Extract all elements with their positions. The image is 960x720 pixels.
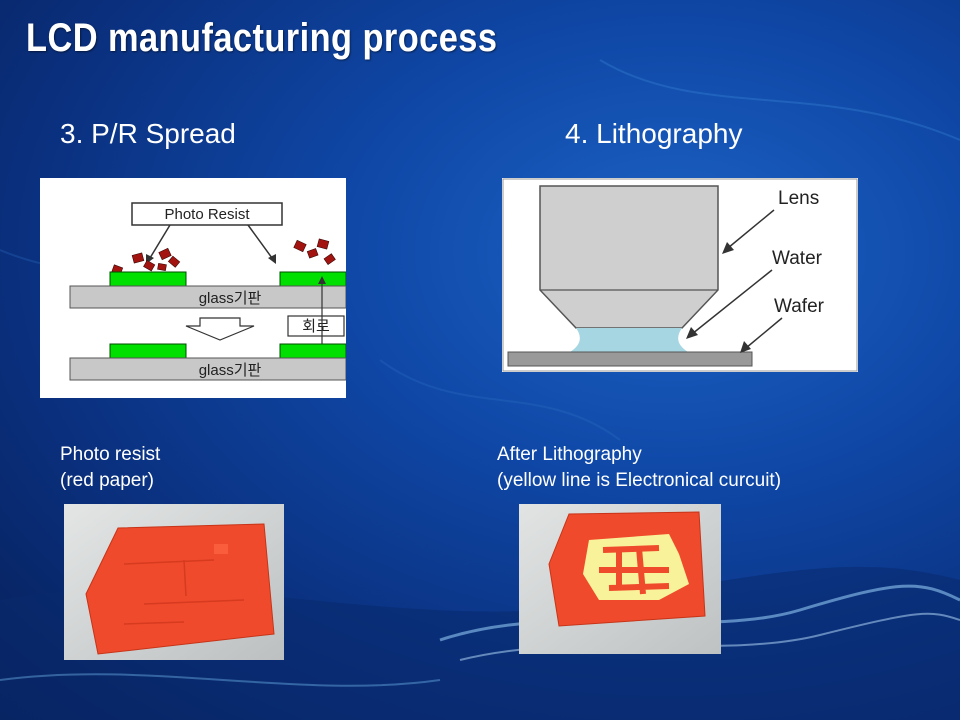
water-label: Water [772, 248, 823, 269]
wafer [507, 351, 753, 367]
caption-line: After Lithography [497, 444, 642, 465]
caption-line: (red paper) [60, 470, 154, 491]
green-pad [109, 343, 187, 359]
caption-line: Photo resist [60, 444, 161, 465]
photo-resist-label: Photo Resist [164, 206, 250, 223]
wafer-label: Wafer [774, 296, 825, 317]
green-pad [109, 271, 187, 287]
red-paper [85, 523, 275, 655]
photo-after-lithography [519, 504, 721, 654]
circuit-label-box [287, 315, 345, 337]
glass-label-top: glass기판 [199, 290, 262, 307]
caption-after-lithography: After Lithography (yellow line is Electr… [497, 442, 781, 494]
caption-line: (yellow line is Electronical curcuit) [497, 470, 782, 491]
slide-title: LCD manufacturing process [26, 16, 498, 60]
water [570, 328, 688, 352]
pr-spread-diagram: Photo Resist glass기판 회로 glass기판 [40, 178, 347, 398]
glass-label-bottom: glass기판 [199, 362, 262, 379]
lens [539, 185, 719, 329]
photo-red-paper [64, 504, 284, 660]
section-heading-pr-spread: 3. P/R Spread [60, 118, 236, 149]
circuit-label: 회로 [302, 318, 330, 335]
photo-resist-particles [111, 238, 336, 275]
photo-resist-label-box [131, 202, 283, 226]
section-heading-lithography: 4. Lithography [565, 118, 743, 149]
green-pad [279, 343, 347, 359]
lens-label: Lens [778, 188, 819, 209]
lithography-diagram: Lens Water Wafer [502, 178, 858, 372]
green-pad [279, 271, 347, 287]
caption-photo-resist: Photo resist (red paper) [60, 442, 160, 494]
